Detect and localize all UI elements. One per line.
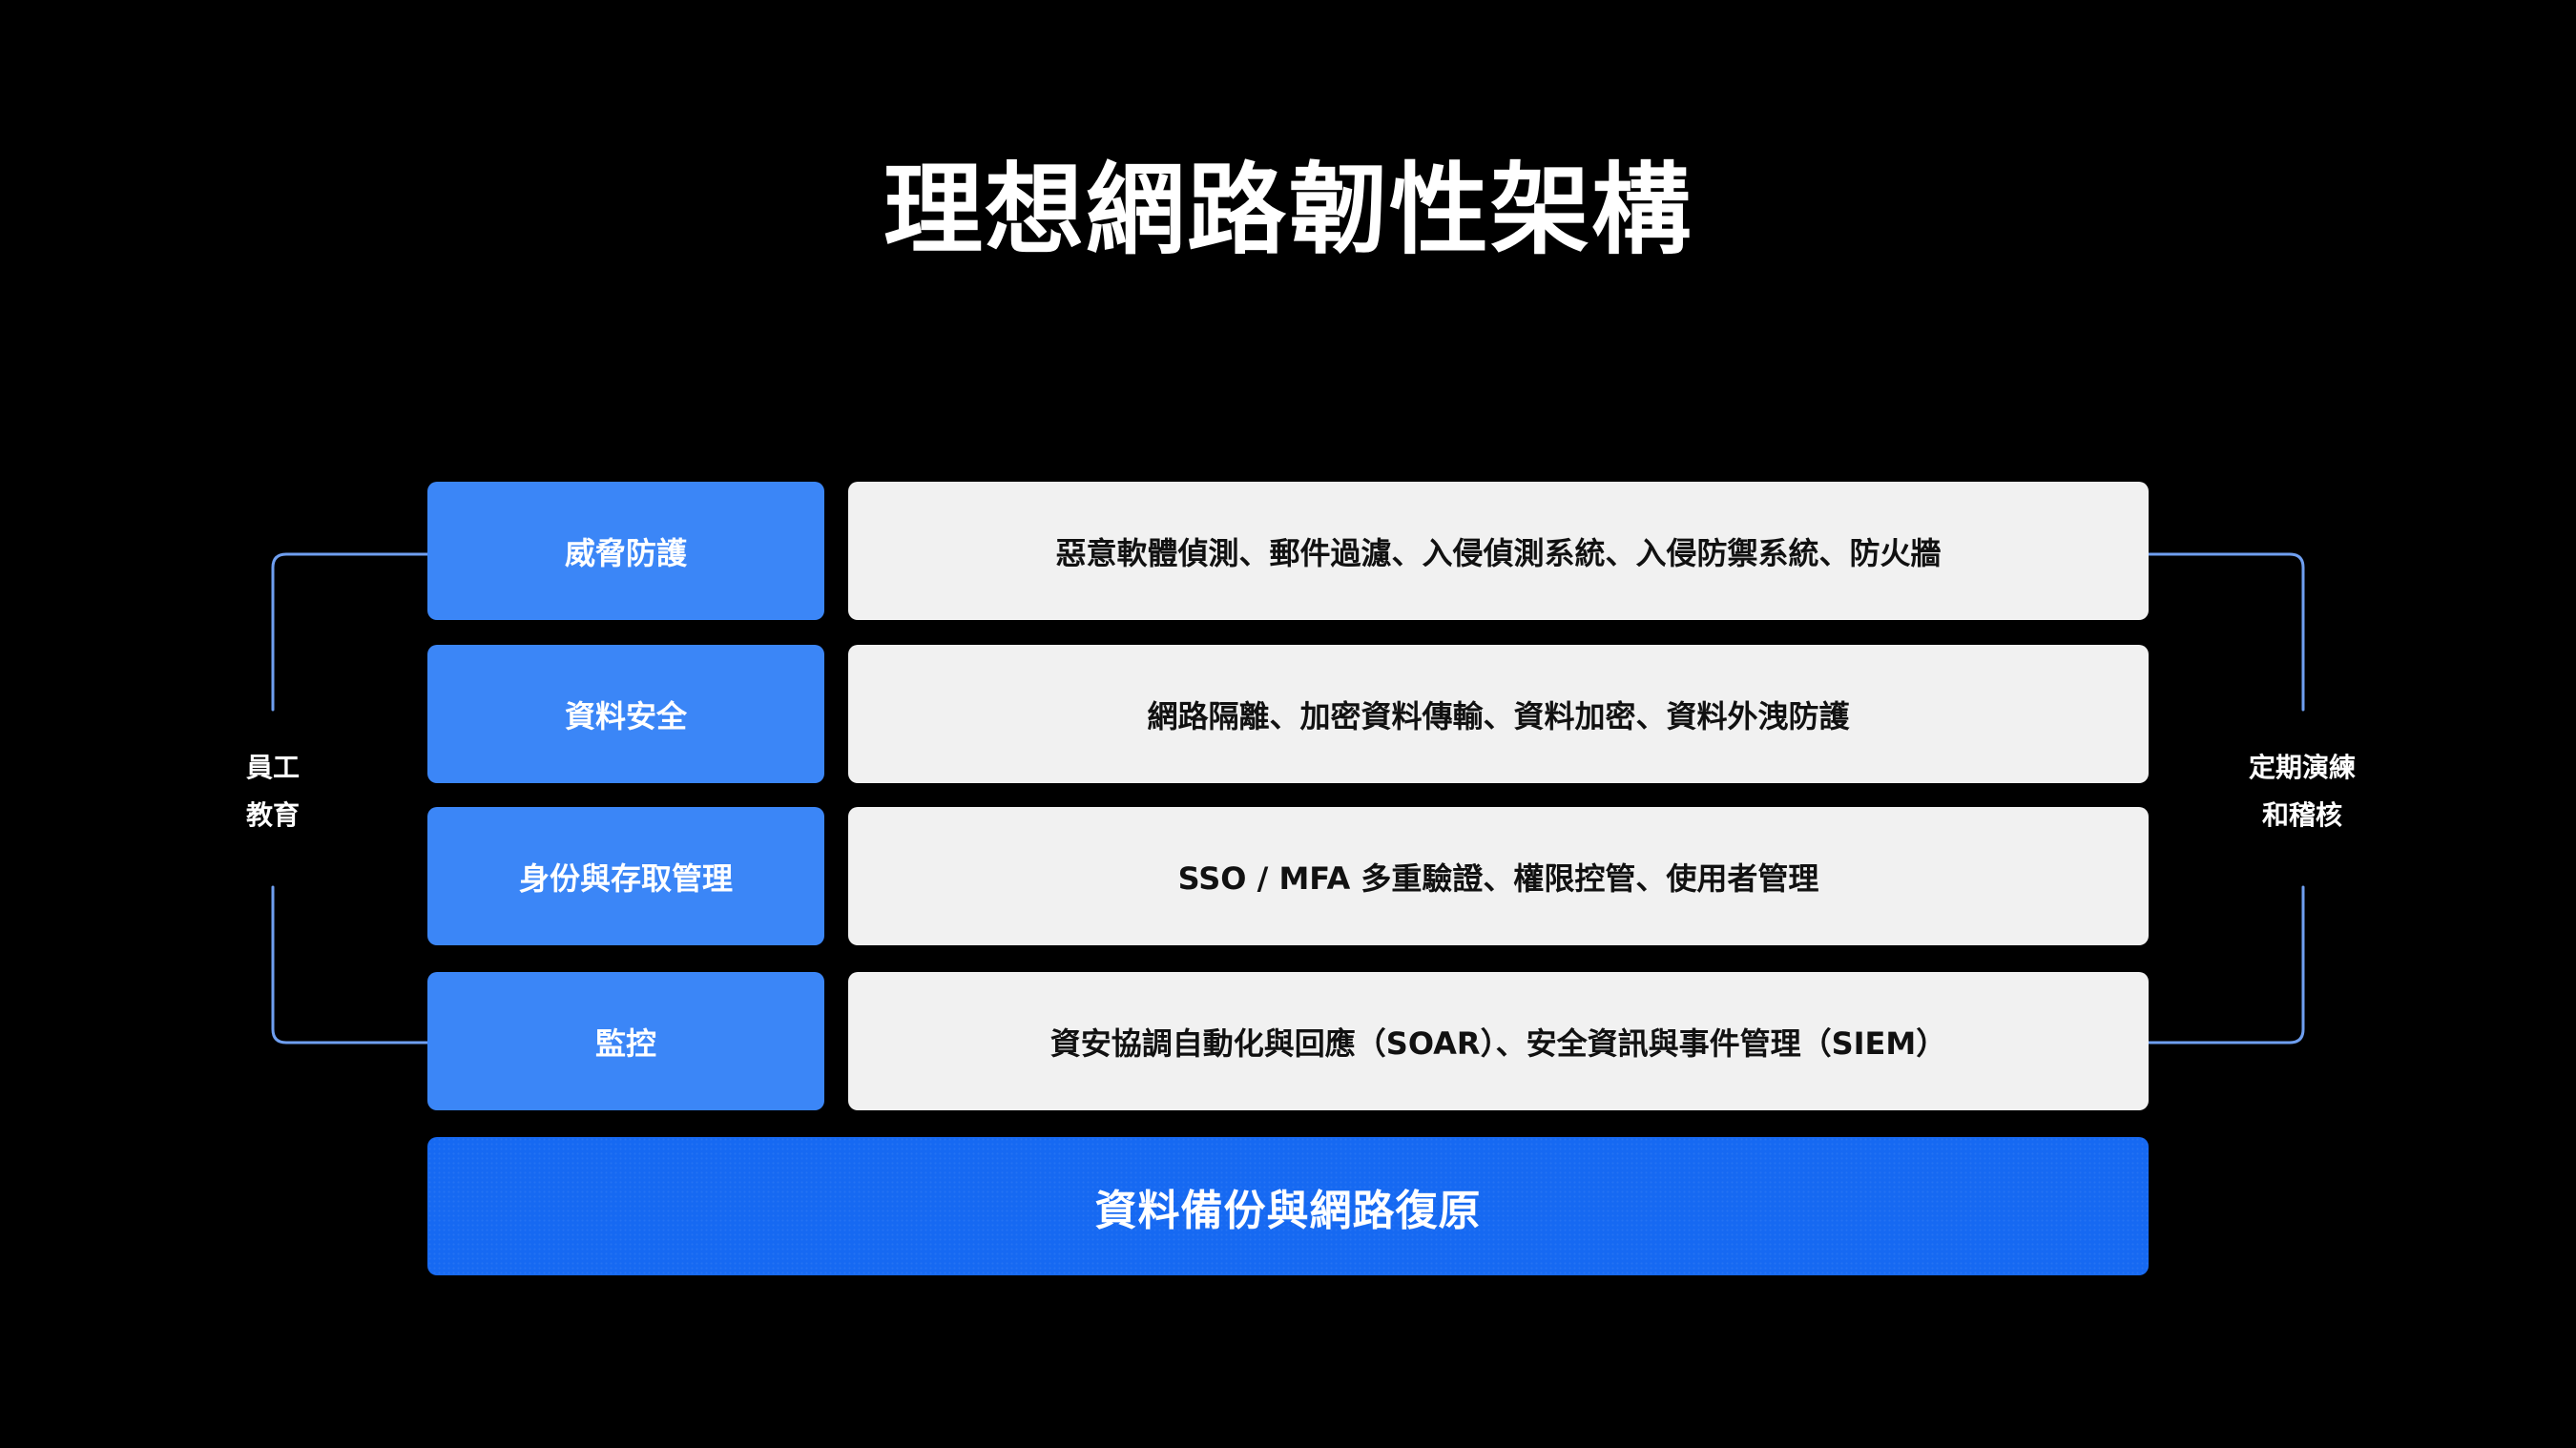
row-desc-threat-protection: 惡意軟體偵測、郵件過濾、入侵偵測系統、入侵防禦系統、防火牆 — [848, 482, 2149, 620]
left-bracket-top — [271, 552, 429, 712]
row-desc-identity-access: SSO / MFA 多重驗證、權限控管、使用者管理 — [848, 807, 2149, 945]
row-label-monitoring: 監控 — [427, 972, 824, 1110]
right-bracket-bottom — [2147, 885, 2305, 1045]
side-label-left-line2: 教育 — [245, 799, 300, 831]
row-label-threat-protection: 威脅防護 — [427, 482, 824, 620]
right-bracket-top — [2147, 552, 2305, 712]
side-label-right-line1: 定期演練 — [2248, 752, 2356, 783]
row-desc-monitoring: 資安協調自動化與回應（SOAR）、安全資訊與事件管理（SIEM） — [848, 972, 2149, 1110]
side-label-drills-audit: 定期演練 和稽核 — [2207, 744, 2398, 839]
row-label-data-security: 資料安全 — [427, 645, 824, 783]
row-desc-data-security: 網路隔離、加密資料傳輸、資料加密、資料外洩防護 — [848, 645, 2149, 783]
left-bracket-bottom — [271, 885, 429, 1045]
side-label-right-line2: 和稽核 — [2261, 799, 2342, 831]
base-bar-backup-recovery: 資料備份與網路復原 — [427, 1137, 2149, 1275]
row-label-identity-access: 身份與存取管理 — [427, 807, 824, 945]
side-label-staff-education: 員工 教育 — [177, 744, 368, 839]
page-title: 理想網路韌性架構 — [883, 152, 1693, 268]
side-label-left-line1: 員工 — [245, 752, 300, 783]
